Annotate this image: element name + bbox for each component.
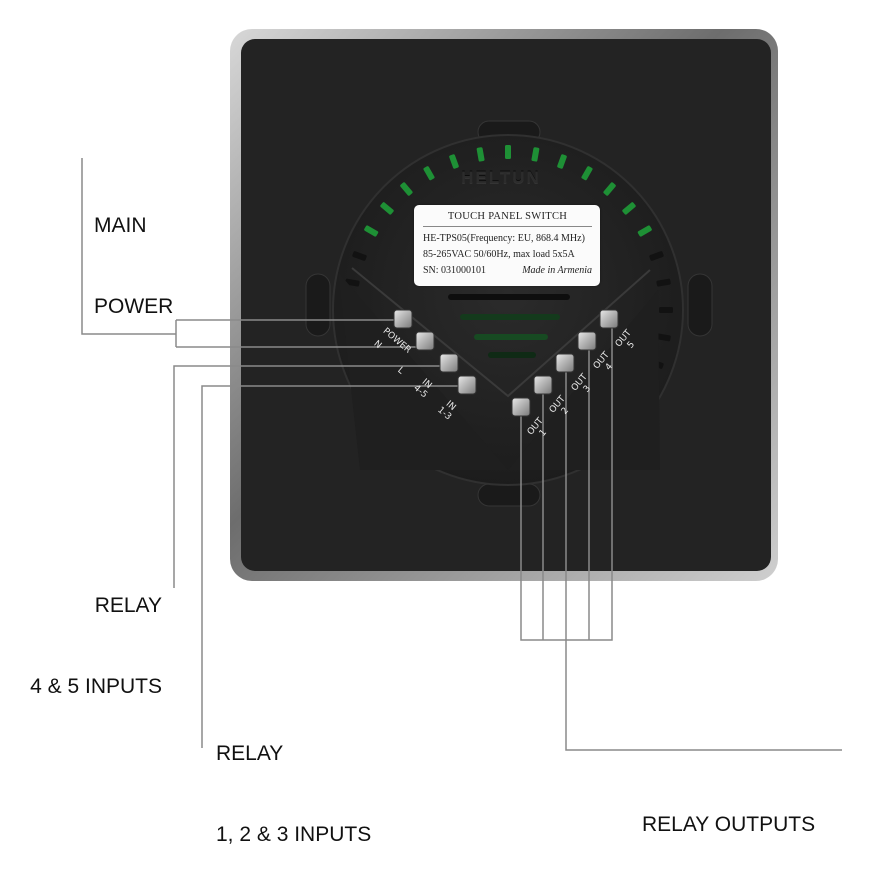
rim-vent <box>622 202 636 215</box>
terminal-power-l <box>393 309 413 329</box>
terminal-in-1-3 <box>457 375 477 395</box>
callout-relay-4-5-inputs: RELAY 4 & 5 INPUTS <box>14 538 162 727</box>
terminal-out-4 <box>577 331 597 351</box>
leader-relay-1-3 <box>201 385 466 748</box>
grille-slot <box>474 334 548 340</box>
sticker-rating: 85-265VAC 50/60Hz, max load 5x5A <box>423 249 575 260</box>
rim-vent <box>380 202 394 215</box>
grille-slot <box>448 294 570 300</box>
mount-slot-left <box>305 273 331 337</box>
rim-vent <box>557 154 567 169</box>
callout-relay-outputs: RELAY OUTPUTS <box>642 757 815 865</box>
rim-vent <box>603 182 616 196</box>
sticker-model: HE-TPS05(Frequency: EU, 868.4 MHz) <box>423 233 585 244</box>
rim-vent <box>637 225 652 237</box>
sticker-origin: Made in Armenia <box>522 265 592 276</box>
sticker-title: TOUCH PANEL SWITCH <box>447 211 568 222</box>
terminal-out-3 <box>555 353 575 373</box>
callout-relay-4-5-line1: RELAY <box>94 594 162 617</box>
brand-logo: HELTUN <box>461 168 541 187</box>
leader-main-power <box>81 158 176 335</box>
rim-vent <box>449 154 459 169</box>
rim-vent <box>656 278 671 287</box>
rim-vent <box>423 166 435 181</box>
callout-relay-1-2-3-line2: 1, 2 & 3 INPUTS <box>216 823 372 846</box>
terminal-out-1 <box>511 397 531 417</box>
rim-vent <box>364 225 379 237</box>
rim-vent <box>656 333 671 342</box>
mount-slot-bottom <box>477 483 541 507</box>
sticker-serial: SN: 031000101 <box>423 265 487 276</box>
rim-vent <box>531 147 540 162</box>
terminal-out-5 <box>599 309 619 329</box>
terminals <box>393 309 619 417</box>
grille-slot <box>488 352 536 358</box>
callout-relay-1-2-3-line1: RELAY <box>216 742 284 765</box>
leader-lines <box>81 158 842 751</box>
leader-relay-outputs <box>565 640 842 751</box>
mount-slot-right <box>687 273 713 337</box>
callout-main-power-line2: POWER <box>94 295 174 318</box>
callout-relay-1-2-3-inputs: RELAY 1, 2 & 3 INPUTS <box>216 686 371 875</box>
rim-vent <box>505 145 511 159</box>
rim-vent <box>659 307 673 313</box>
terminal-in-4-5 <box>439 353 459 373</box>
grille-slot <box>460 314 560 320</box>
terminal-out-2 <box>533 375 553 395</box>
rim-vent <box>345 278 360 287</box>
terminal-power-n <box>415 331 435 351</box>
rim-vent <box>352 251 367 261</box>
rim-vent <box>400 182 413 196</box>
rim-vent <box>649 251 664 261</box>
callout-relay-outputs-text: RELAY OUTPUTS <box>642 813 816 836</box>
callout-main-power: MAIN POWER <box>94 158 173 347</box>
sticker-divider <box>423 226 592 227</box>
terminal-block <box>338 272 660 470</box>
product-sticker: TOUCH PANEL SWITCH HE-TPS05(Frequency: E… <box>414 205 600 286</box>
callout-relay-4-5-line2: 4 & 5 INPUTS <box>30 675 162 698</box>
device-diagram <box>81 29 842 751</box>
sticker-footer: SN: 031000101 Made in Armenia <box>423 263 592 279</box>
callout-main-power-line1: MAIN <box>94 214 147 237</box>
rim-vent <box>581 166 593 181</box>
leader-relay-4-5 <box>173 365 448 588</box>
rim-vent <box>476 147 485 162</box>
